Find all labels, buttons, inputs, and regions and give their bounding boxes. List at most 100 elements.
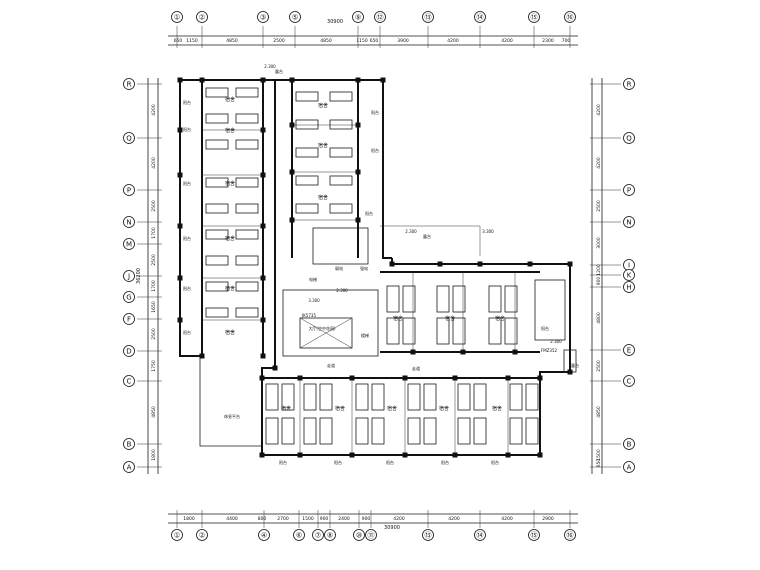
axis-bubble-bottom: ⑪ (365, 529, 377, 541)
axis-bubble-top: ① (171, 11, 183, 23)
svg-text:⑤: ⑤ (292, 14, 298, 22)
dimension-text: 4200 (596, 104, 602, 116)
column (177, 172, 183, 178)
annotation-label: 露台 (571, 362, 579, 368)
bed (235, 87, 259, 98)
column (289, 217, 295, 223)
dimension-text: 3900 (397, 38, 409, 44)
column (477, 261, 483, 267)
bed (205, 281, 229, 292)
axis-bubble-bottom: ⑧ (324, 529, 336, 541)
svg-text:P: P (127, 187, 131, 195)
annotation-label: 大厅(空中花园) (308, 325, 336, 331)
svg-text:⑮: ⑮ (531, 14, 538, 22)
annotation-label: 2.300 (405, 229, 417, 234)
dimension-text: 900 (320, 516, 329, 522)
bed (504, 285, 518, 313)
svg-text:Q: Q (126, 135, 132, 143)
annotation-label: 强电 (360, 265, 368, 271)
bed (303, 417, 317, 445)
column (260, 172, 266, 178)
axis-bubble-top: ⑬ (422, 11, 434, 23)
annotation-label: 阳台 (371, 147, 379, 153)
axis-bubble-top: ⑫ (374, 11, 386, 23)
column (355, 217, 361, 223)
axis-bubble-bottom: ⑮ (528, 529, 540, 541)
annotation-label: 阳台 (183, 285, 191, 291)
bed (281, 383, 295, 411)
axis-bubble-bottom: ⑥ (293, 529, 305, 541)
annotation-label: 2.300 (550, 339, 562, 344)
bed (407, 417, 421, 445)
bed (504, 317, 518, 345)
axis-bubble-left: J (123, 270, 135, 282)
svg-text:A: A (627, 464, 632, 472)
dimension-text: 1750 (151, 360, 157, 372)
svg-text:B: B (127, 441, 132, 449)
bed (525, 417, 539, 445)
bed (205, 229, 229, 240)
axis-bubble-bottom: ⑦ (312, 529, 324, 541)
bed (509, 383, 523, 411)
annotation-label: 阳台 (441, 459, 449, 465)
svg-text:①: ① (174, 14, 180, 22)
axis-bubble-left: D (123, 345, 135, 357)
dimension-text: 2500 (151, 254, 157, 266)
bed (436, 317, 450, 345)
dimension-text: 1700 (151, 280, 157, 292)
bed (457, 417, 471, 445)
column (260, 353, 266, 359)
bed-furniture (205, 87, 539, 445)
svg-text:A: A (127, 464, 132, 472)
bed (295, 119, 319, 130)
bed (436, 285, 450, 313)
svg-text:⑬: ⑬ (425, 14, 432, 22)
dimension-text: 4850 (226, 38, 238, 44)
axis-bubble-right: H (623, 281, 635, 293)
svg-text:⑩: ⑩ (356, 532, 362, 540)
svg-text:F: F (127, 316, 131, 324)
column (402, 375, 408, 381)
svg-text:⑦: ⑦ (315, 532, 321, 540)
bed (265, 417, 279, 445)
column (260, 127, 266, 133)
bed (386, 285, 400, 313)
axis-bubble-left: Q (123, 132, 135, 144)
dimension-text: 2700 (277, 516, 289, 522)
dimension-text: 4200 (151, 157, 157, 169)
bed (235, 281, 259, 292)
axis-bubble-right: E (623, 344, 635, 356)
axis-bubble-bottom: ⑩ (353, 529, 365, 541)
column (272, 365, 278, 371)
column (177, 223, 183, 229)
bed (473, 417, 487, 445)
annotation-label: 弱电 (335, 265, 343, 271)
dimension-text: 1150 (356, 38, 368, 44)
column (349, 452, 355, 458)
bed (488, 317, 502, 345)
bed (205, 87, 229, 98)
svg-text:R: R (627, 81, 632, 89)
annotation-label: 2.300 (264, 64, 276, 69)
dimension-text: 700 (562, 38, 571, 44)
room-label: 宿舍 (335, 405, 345, 412)
annotation-label: 阳台 (365, 210, 373, 216)
room-label: 宿舍 (492, 405, 502, 412)
column (260, 77, 266, 83)
axis-bubble-right: R (623, 78, 635, 90)
axis-bubble-top: ⑮ (528, 11, 540, 23)
bed (235, 307, 259, 318)
column (259, 452, 265, 458)
dimension-text: 4800 (596, 312, 602, 324)
axis-bubble-right: K (623, 269, 635, 281)
bed (303, 383, 317, 411)
column (452, 452, 458, 458)
bed (205, 139, 229, 150)
dimension-text: 4200 (448, 516, 460, 522)
column (289, 122, 295, 128)
column (260, 317, 266, 323)
column (199, 77, 205, 83)
bed (329, 175, 353, 186)
axis-bubble-bottom: ① (171, 529, 183, 541)
column (349, 375, 355, 381)
